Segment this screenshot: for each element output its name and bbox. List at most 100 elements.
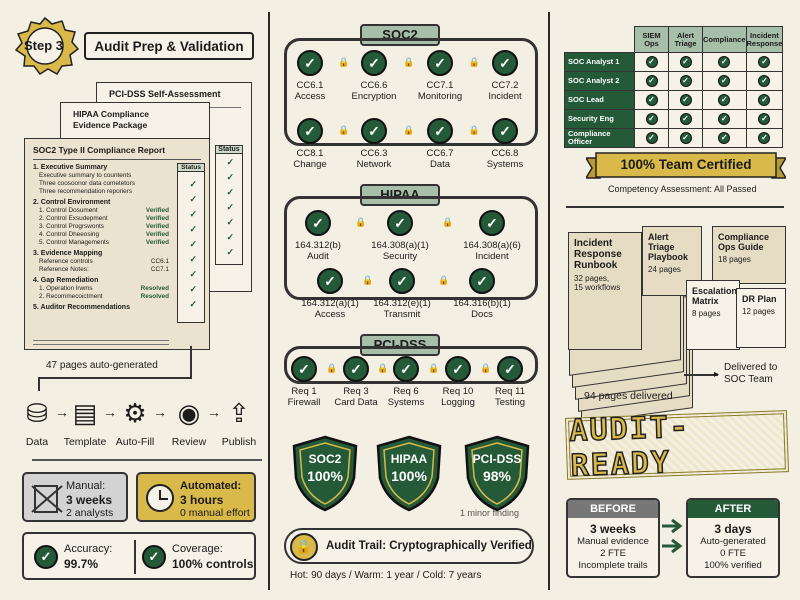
pcidss-check-icon: ✓: [445, 356, 471, 382]
doc-section-item: Three recommendation reporiers: [33, 188, 169, 196]
before-line-3: Incomplete trails: [578, 560, 648, 571]
manual-sub: 2 analysts: [66, 507, 114, 519]
check-icon: ✓: [679, 132, 692, 144]
certified-banner-text: 100% Team Certified: [620, 157, 752, 172]
flow-step-label: Publish: [221, 436, 257, 448]
manual-value: 3 weeks: [66, 493, 113, 507]
soc2-control-id: CC6.8: [491, 148, 519, 159]
doc-section-item: Executive summary to countents: [33, 172, 169, 180]
runbook-pages: 32 pages,: [574, 274, 610, 283]
check-icon: ✓: [758, 94, 771, 106]
certification-cell: ✓: [634, 109, 669, 129]
pcidss-control-id: Req 10: [442, 386, 474, 397]
check-icon: ✓: [718, 132, 731, 144]
check-icon: ✓: [679, 94, 692, 106]
audit-trail-label: Audit Trail: Cryptographically Verified: [326, 540, 532, 552]
certification-cell: ✓: [634, 128, 669, 148]
column-header: Incident Response: [745, 26, 784, 53]
pcidss-check-icon: ✓: [291, 356, 317, 382]
soc2-check-icon: ✓: [492, 50, 518, 76]
status-check-icon: ✓: [226, 247, 234, 257]
hipaa-control-id: 164.312(b): [295, 240, 341, 251]
minor-finding-note: 1 minor finding: [460, 508, 520, 518]
soc2-check-icon: ✓: [297, 118, 323, 144]
chain-lock-icon: 🔒: [403, 125, 415, 135]
automated-box: Automated: 3 hours 0 manual effort: [136, 472, 256, 522]
accuracy-label: Accuracy:: [64, 543, 113, 555]
pcidss-check-icon: ✓: [393, 356, 419, 382]
soc2-control-name: Change: [293, 159, 327, 170]
doc-section-title: 2. Control Environment: [33, 199, 111, 206]
check-icon: ✓: [679, 113, 692, 125]
after-box: AFTER 3 days Auto-generated 0 FTE 100% v…: [686, 498, 780, 578]
doc-item-value: CC7.1: [150, 266, 169, 273]
hipaa-control-id: 164.308(a)(1): [371, 240, 429, 251]
after-line-1: Auto-generated: [700, 536, 766, 547]
clipboard-icon: [31, 485, 63, 513]
pcidss-control-id: Req 11: [495, 386, 525, 397]
doc-item-label: 2. Control Exsudepment: [39, 215, 108, 222]
check-icon: ✓: [645, 113, 658, 125]
soc2-status-header: Status: [178, 164, 204, 172]
certification-cell: ✓: [745, 52, 784, 72]
doc-section-title: 5. Auditor Recommendations: [33, 304, 130, 311]
before-line-1: Manual evidence: [577, 536, 649, 547]
soc2-check-icon: ✓: [492, 118, 518, 144]
row-header: SOC Lead: [564, 90, 635, 110]
certification-cell: ✓: [634, 52, 669, 72]
hipaa-control-name: Transmit: [383, 309, 421, 320]
table-row: Compliance Officer✓✓✓✓: [564, 128, 784, 148]
chain-lock-icon: 🔒: [326, 363, 338, 373]
chain-lock-icon: 🔒: [468, 125, 480, 135]
doc-item-label: Reference controls: [39, 258, 93, 265]
soc2-control-name: Monitoring: [417, 91, 463, 102]
check-icon: ✓: [679, 56, 692, 68]
certified-ribbon: 100% Team Certified: [586, 152, 786, 180]
hipaa-control-id: 164.316(b)(1): [453, 298, 511, 309]
certification-cell: ✓: [745, 90, 784, 110]
runbook-title: Incident Response Runbook: [574, 238, 622, 271]
pci-status-header: Status: [216, 146, 242, 154]
pcidss-control-name: Testing: [494, 397, 526, 408]
pcidss-check-icon: ✓: [497, 356, 523, 382]
check-icon: ✓: [645, 132, 658, 144]
column-header: Compliance: [702, 26, 747, 53]
runbook-pages: 24 pages: [648, 265, 681, 274]
hipaa-control-id: 164.312(e)(1): [373, 298, 431, 309]
runbook-title: Compliance Ops Guide: [718, 232, 770, 252]
certification-cell: ✓: [702, 52, 747, 72]
soc2-control-id: CC8.1: [296, 148, 324, 159]
chain-lock-icon: 🔒: [338, 57, 350, 67]
soc2-control-name: Systems: [486, 159, 524, 170]
runbook-pages: 18 pages: [718, 255, 751, 264]
chain-lock-icon: 🔒: [480, 363, 492, 373]
doc-section-title: 3. Evidence Mapping: [33, 250, 103, 257]
status-check-icon: ✓: [226, 232, 234, 242]
doc-item-label: 3. Control Progrswonts: [39, 223, 104, 230]
hipaa-control-name: Access: [314, 309, 346, 320]
row-header: Compliance Officer: [564, 128, 635, 148]
coverage-value: 100% controls: [172, 557, 254, 571]
after-label: AFTER: [688, 500, 778, 518]
check-icon: ✓: [645, 94, 658, 106]
lock-icon: 🔒: [290, 533, 318, 561]
database-icon: ⛁: [26, 397, 48, 428]
row-header: SOC Analyst 2: [564, 71, 635, 91]
before-line-2: 2 FTE: [600, 548, 626, 559]
pcidss-control-id: Req 1: [291, 386, 317, 397]
column-header: SIEM Ops: [634, 26, 669, 53]
shield-name: SOC2: [308, 452, 342, 466]
doc-item-label: 1. Operation lrwms: [39, 285, 93, 292]
doc-item-status: Verified: [145, 215, 169, 222]
soc2-document: SOC2 Type II Compliance Report 1. Execut…: [24, 138, 210, 350]
after-line-3: 100% verified: [704, 560, 762, 571]
check-icon: ✓: [718, 56, 731, 68]
